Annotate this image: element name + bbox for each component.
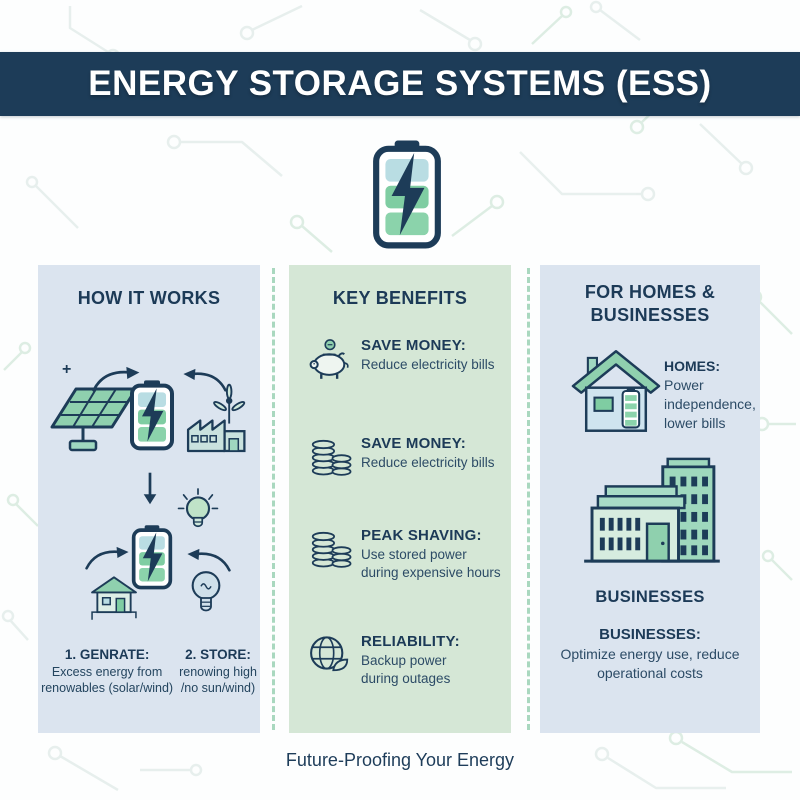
businesses-heading: BUSINESSES <box>595 588 705 606</box>
businesses-desc: Optimize energy use, reduce operational … <box>560 646 740 682</box>
lightbulb-icon <box>191 571 221 612</box>
homes-businesses-title: FOR HOMES & BUSINESSES <box>584 282 716 326</box>
panel-key-benefits: KEY BENEFITS SAVE MONEY: Redu <box>289 265 511 733</box>
footer: Future-Proofing Your Energy <box>0 750 800 771</box>
battery-icon <box>370 138 444 250</box>
benefit-item: RELIABILITY: Backup power during outages <box>307 633 507 687</box>
coin-stack-icon <box>307 527 353 574</box>
dashed-separator <box>272 268 275 730</box>
battery-icon <box>130 380 174 451</box>
panel-how-it-works: HOW IT WORKS + + <box>38 265 260 733</box>
arrow-right-icon <box>85 546 129 570</box>
piggy-bank-icon <box>307 337 353 386</box>
how-it-works-steps: 1. GENRATE: Excess energy from renowable… <box>32 647 266 697</box>
title-banner: ENERGY STORAGE SYSTEMS (ESS) <box>0 52 800 116</box>
page-title: ENERGY STORAGE SYSTEMS (ESS) <box>88 64 712 103</box>
benefit-label: PEAK SHAVING: <box>361 527 482 544</box>
dashed-separator <box>527 268 530 730</box>
arrow-left-icon <box>187 548 231 572</box>
step-text: renowing high <box>179 665 257 679</box>
benefit-item: SAVE MONEY: Reduce electricity bills <box>307 435 507 482</box>
house-icon <box>571 350 661 432</box>
benefit-desc: Reduce electricity bills <box>361 455 495 470</box>
benefit-desc: Reduce electricity bills <box>361 357 495 372</box>
lightbulb-glowing-icon <box>177 488 219 528</box>
arrow-down-icon <box>143 472 157 505</box>
benefit-text: RELIABILITY: Backup power during outages <box>361 633 461 687</box>
homes-label: HOMES: <box>664 358 720 374</box>
office-buildings-icon <box>584 457 720 563</box>
benefit-label: SAVE MONEY: <box>361 435 466 452</box>
arrow-right-icon <box>92 366 140 392</box>
tagline: Future-Proofing Your Energy <box>285 750 515 770</box>
key-benefits-title: KEY BENEFITS <box>332 288 468 308</box>
step-label: 1. GENRATE: <box>64 647 150 662</box>
homes-text: HOMES: Power independence, lower bills <box>664 357 756 433</box>
benefit-item: SAVE MONEY: Reduce electricity bills <box>307 337 507 386</box>
small-house-icon <box>91 576 137 620</box>
benefit-desc: Use stored power during expensive hours <box>361 547 501 580</box>
benefit-text: PEAK SHAVING: Use stored power during ex… <box>361 527 507 581</box>
how-it-works-title: HOW IT WORKS <box>77 288 221 308</box>
step-text: /no sun/wind) <box>180 681 256 696</box>
benefit-item: PEAK SHAVING: Use stored power during ex… <box>307 527 507 581</box>
step-text: renowables (solar/wind) <box>41 681 174 696</box>
step-text: Excess energy from <box>51 665 163 679</box>
benefit-text: SAVE MONEY: Reduce electricity bills <box>361 337 495 374</box>
step-generate: 1. GENRATE: Excess energy from renowable… <box>41 647 173 697</box>
benefit-label: SAVE MONEY: <box>361 337 466 354</box>
step-label: 2. STORE: <box>185 647 251 662</box>
benefit-text: SAVE MONEY: Reduce electricity bills <box>361 435 495 472</box>
coin-stack-icon <box>307 435 353 482</box>
step-store: 2. STORE: renowing high /no sun/wind) <box>179 647 257 697</box>
businesses-label: BUSINESSES: <box>599 626 701 643</box>
plus-sign: + <box>62 361 72 378</box>
benefit-label: RELIABILITY: <box>361 633 460 650</box>
businesses-text: BUSINESSES: Optimize energy use, reduce … <box>550 625 750 683</box>
arrow-left-icon <box>183 368 227 392</box>
battery-icon <box>131 525 173 590</box>
panel-homes-businesses: FOR HOMES & BUSINESSES HOMES: Power inde… <box>540 265 760 733</box>
homes-desc: Power independence, lower bills <box>664 376 756 431</box>
factory-wind-turbine-icon <box>186 383 246 453</box>
globe-leaf-icon <box>307 633 353 678</box>
benefit-desc: Backup power during outages <box>361 653 451 686</box>
